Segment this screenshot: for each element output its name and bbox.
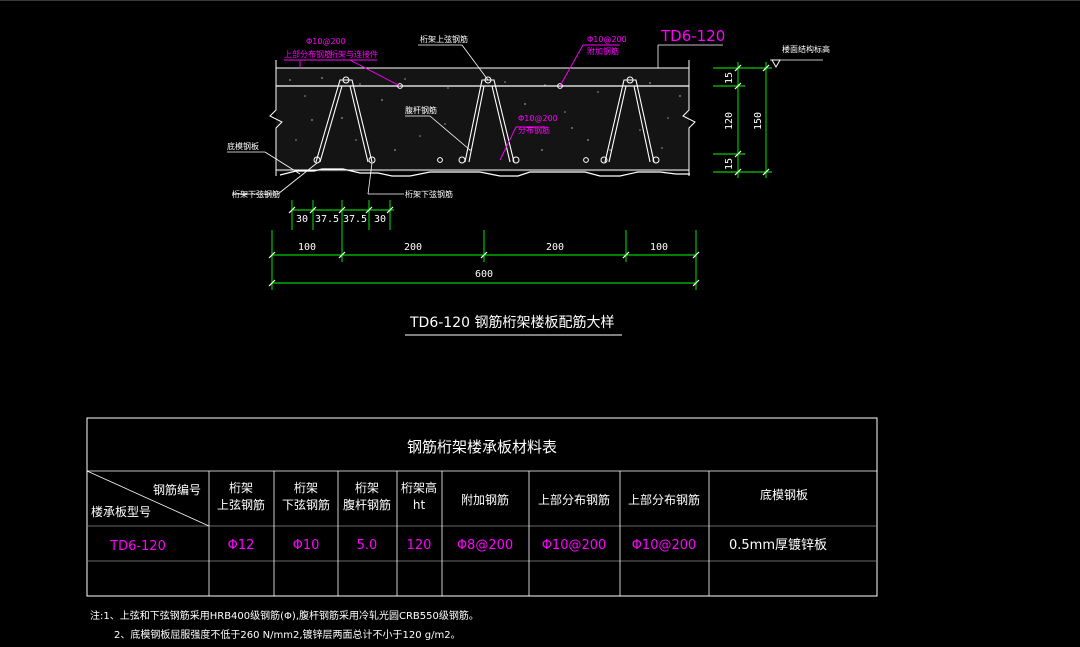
cell-distribution-bar-2: Φ10@200: [632, 538, 697, 553]
vertical-dimension-lines: [713, 62, 772, 178]
total-dim: 600: [475, 269, 493, 280]
header-distribution-bar-1: 上部分布钢筋: [538, 492, 610, 507]
callout-top-right-name: 附加钢筋: [587, 46, 619, 56]
note-1: 注:1、上弦和下弦钢筋采用HRB400级钢筋(Φ),腹杆钢筋采用冷轧光圆CRB5…: [90, 609, 479, 622]
table-column-dividers: [208, 471, 710, 596]
cell-top-chord: Φ12: [228, 538, 255, 553]
span-dim-2: 200: [404, 242, 422, 253]
cell-model: TD6-120: [109, 539, 166, 554]
magenta-leaders: [284, 44, 620, 161]
span-dim-3: 200: [546, 242, 564, 253]
dim-total-vertical: 150: [753, 112, 764, 130]
small-dim-1: 30: [296, 214, 308, 225]
cell-bottom-chord: Φ10: [293, 538, 320, 553]
rebar-sections: [313, 76, 660, 164]
cell-additional-bar: Φ8@200: [457, 538, 513, 553]
header-bottom-plate: 底模钢板: [760, 487, 808, 502]
small-dim-2: 37.5: [315, 214, 339, 225]
drawing-title: TD6-120 钢筋桁架楼板配筋大样: [409, 314, 614, 331]
span-dim-1: 100: [298, 242, 316, 253]
elevation-marker: [770, 59, 823, 69]
horizontal-dim-text: 30 37.5 37.5 30 100 200 200 100 600: [296, 214, 668, 280]
cell-truss-height: 120: [407, 538, 432, 553]
dim-mid: 120: [724, 112, 735, 130]
span-dim-4: 100: [650, 242, 668, 253]
header-truss-height-2: ht: [413, 498, 426, 512]
table-title: 钢筋桁架楼承板材料表: [407, 438, 557, 456]
white-leaders: [227, 44, 723, 195]
callout-top-right-spec: Φ10@200: [587, 35, 627, 44]
header-top-chord-1: 桁架: [229, 481, 253, 495]
header-top-chord-2: 上弦钢筋: [217, 497, 265, 512]
callout-mid-spec: Φ10@200: [518, 114, 558, 123]
callout-mid-name: 分布钢筋: [518, 125, 550, 135]
small-dim-4: 30: [374, 214, 386, 225]
header-truss-height-1: 桁架高: [401, 480, 437, 495]
cell-web-bar: 5.0: [357, 538, 378, 553]
table-diag-top: 钢筋编号: [153, 482, 201, 497]
dim-top: 15: [724, 72, 735, 84]
callout-web-bar: 腹杆钢筋: [405, 105, 437, 115]
magenta-callout-text: Φ10@200 上部分布钢筋 桁架与连接件 Φ10@200 附加钢筋 Φ10@2…: [284, 35, 627, 135]
white-callout-text: 桁架上弦钢筋 腹杆钢筋 底模钢板 桁架下弦钢筋 桁架下弦钢筋 楼面结构标高: [227, 34, 830, 199]
bottom-steel-deck: [279, 168, 690, 177]
slab-section: [269, 60, 696, 177]
cell-distribution-bar-1: Φ10@200: [542, 538, 607, 553]
header-diagonal: [86, 470, 210, 527]
cell-bottom-plate: 0.5mm厚镀锌板: [729, 537, 827, 553]
table-row-1: TD6-120 Φ12 Φ10 5.0 120 Φ8@200 Φ10@200 Φ…: [109, 538, 696, 554]
header-web-bar-2: 腹杆钢筋: [343, 497, 391, 512]
callout-bottom-plate: 底模钢板: [227, 141, 259, 151]
table-header-text: 桁架 上弦钢筋 桁架 下弦钢筋 桁架 腹杆钢筋 桁架高 ht 附加钢筋 上部分布…: [217, 480, 808, 512]
concrete-fill: [276, 68, 689, 172]
header-additional-bar: 附加钢筋: [461, 492, 509, 507]
header-bottom-chord-2: 下弦钢筋: [282, 497, 330, 512]
slab-tag: TD6-120: [660, 27, 725, 45]
callout-bottom-chord-right: 桁架下弦钢筋: [405, 189, 453, 199]
dim-bottom: 15: [724, 158, 735, 170]
vertical-dim-text: 15 120 15 150: [724, 72, 764, 170]
callout-top-left-note: 桁架与连接件: [330, 49, 378, 59]
vertical-dimension-ticks: [734, 64, 770, 176]
header-web-bar-1: 桁架: [355, 481, 379, 495]
header-distribution-bar-2: 上部分布钢筋: [628, 492, 700, 507]
material-table: [86, 417, 878, 597]
callout-top-chord: 桁架上弦钢筋: [420, 34, 468, 44]
callout-top-left-name: 上部分布钢筋: [284, 49, 332, 59]
horizontal-dimension-ticks: [268, 206, 700, 287]
header-bottom-chord-1: 桁架: [294, 481, 318, 495]
concrete-aggregate: [289, 77, 681, 151]
callout-top-elevation: 楼面结构标高: [782, 44, 830, 54]
table-diag-bottom: 楼承板型号: [91, 504, 151, 519]
callout-bottom-chord-left: 桁架下弦钢筋: [232, 189, 280, 199]
small-dim-3: 37.5: [343, 214, 367, 225]
callout-top-left-spec: Φ10@200: [306, 37, 346, 46]
note-2: 2、底模钢板屈服强度不低于260 N/mm2,镀锌层两面总计不小于120 g/m…: [114, 628, 461, 641]
